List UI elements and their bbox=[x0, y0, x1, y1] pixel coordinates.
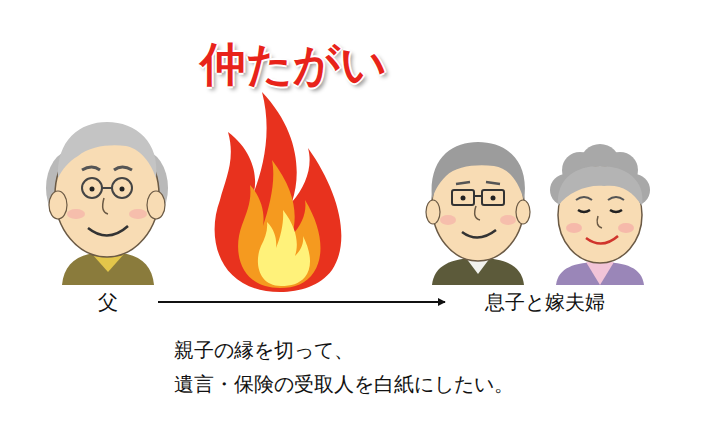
figure-label: 父 bbox=[98, 290, 118, 314]
relation-arrow bbox=[158, 301, 445, 303]
father-figure bbox=[46, 122, 168, 285]
note-text: 遺言・保険の受取人を白紙にしたい。 bbox=[174, 372, 514, 396]
figure-label-box: 父 bbox=[58, 286, 158, 318]
figure-label-box: 息子と嫁夫婦 bbox=[445, 286, 645, 318]
son-figure bbox=[426, 142, 530, 285]
note-text: 親子の縁を切って、 bbox=[174, 338, 354, 362]
figure-label: 息子と嫁夫婦 bbox=[485, 290, 605, 314]
flame bbox=[215, 92, 342, 292]
wife-figure bbox=[550, 144, 650, 285]
diagram-title: 仲たがい bbox=[200, 34, 387, 96]
